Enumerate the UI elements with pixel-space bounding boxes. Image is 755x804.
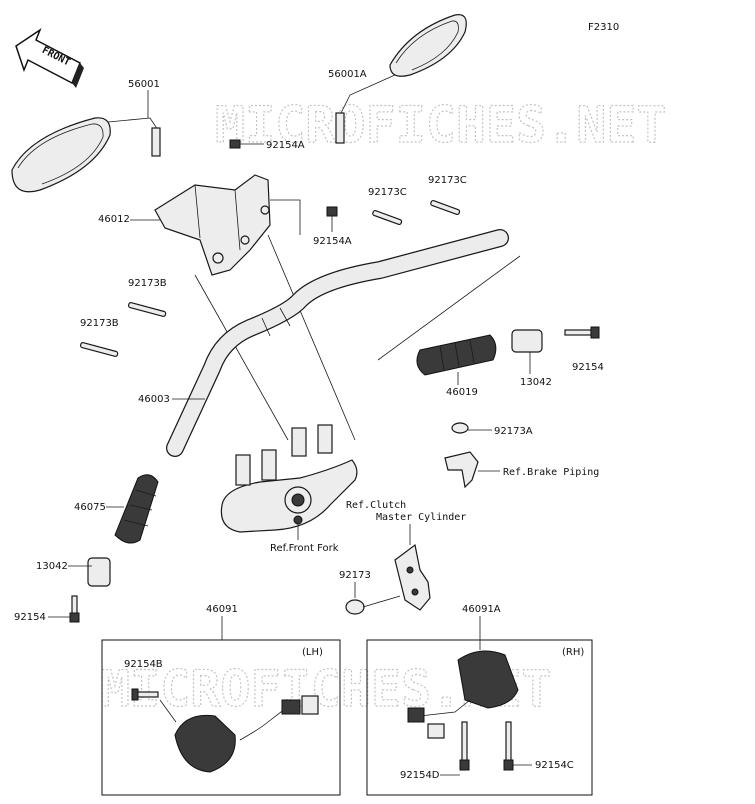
label-92154D: 92154D — [400, 770, 440, 781]
clamp-92173 — [345, 595, 401, 615]
label-92173: 92173 — [339, 570, 371, 581]
label-92154C: 92154C — [535, 760, 574, 771]
ref-brake-piping: Ref.Brake Piping — [503, 467, 599, 478]
bolt-92154A-top — [229, 139, 264, 149]
label-92154A-mid: 92154A — [313, 236, 352, 247]
label-56001: 56001 — [128, 79, 160, 90]
lh-switch-box — [101, 639, 341, 796]
label-92173A: 92173A — [494, 426, 533, 437]
rh-switch-box — [366, 639, 593, 796]
ref-clutch-line2: Master Cylinder — [376, 512, 466, 523]
left-bar-end-weight — [87, 557, 111, 587]
right-bolt-92154 — [564, 326, 600, 339]
lh-switch-assembly — [131, 688, 319, 773]
clamp-92173B-a — [127, 302, 167, 317]
label-92173C-b: 92173C — [428, 175, 467, 186]
right-grip — [416, 334, 497, 376]
handlebar — [166, 229, 509, 457]
label-46003: 46003 — [138, 394, 170, 405]
label-46091A: 46091A — [462, 604, 501, 615]
label-92173B-b: 92173B — [80, 318, 119, 329]
brake-pipe-clamp — [444, 422, 479, 489]
label-46075: 46075 — [74, 502, 106, 513]
clamp-92173B-b — [79, 342, 119, 357]
clamp-92173C-b — [430, 200, 461, 216]
left-grip — [114, 474, 159, 544]
rh-switch-assembly — [407, 650, 519, 771]
label-92154B: 92154B — [124, 659, 163, 670]
label-13042-r: 13042 — [520, 377, 552, 388]
label-92173C-a: 92173C — [368, 187, 407, 198]
ref-front-fork: Ref.Front Fork — [270, 543, 339, 554]
ref-clutch-line1: Ref.Clutch — [346, 500, 406, 511]
lh-box-label: (LH) — [302, 647, 323, 658]
rh-box-label: (RH) — [562, 647, 584, 658]
label-92154-r: 92154 — [572, 362, 604, 373]
diagram-code: F2310 — [588, 22, 619, 33]
clutch-bracket — [394, 543, 431, 611]
label-46019: 46019 — [446, 387, 478, 398]
label-92154-l: 92154 — [14, 612, 46, 623]
bolt-92154A-mid — [326, 206, 338, 232]
watermark-top: MICROFICHES.NET — [215, 96, 667, 154]
right-mirror — [335, 14, 467, 144]
label-13042-l: 13042 — [36, 561, 68, 572]
label-92173B-a: 92173B — [128, 278, 167, 289]
label-92154A-top: 92154A — [266, 140, 305, 151]
upper-triple-clamp — [220, 424, 358, 533]
handlebar-holder — [154, 174, 271, 276]
right-bar-end-weight — [511, 329, 543, 353]
label-46091: 46091 — [206, 604, 238, 615]
front-arrow-icon: FRONT — [15, 28, 84, 88]
clamp-92173C-a — [372, 210, 403, 226]
label-46012: 46012 — [98, 214, 130, 225]
left-bolt-92154 — [69, 595, 80, 623]
left-mirror — [11, 117, 161, 193]
label-56001A: 56001A — [328, 69, 367, 80]
